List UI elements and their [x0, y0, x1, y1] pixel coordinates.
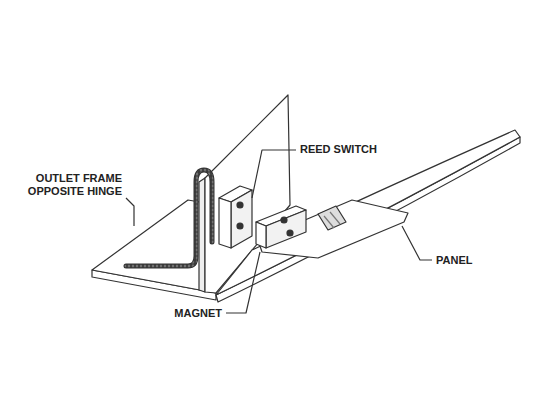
screw: [237, 223, 243, 229]
panel: [216, 130, 520, 295]
strap: [318, 206, 346, 230]
reed-switch: [219, 198, 231, 248]
magnet: [256, 222, 266, 248]
part-label: MAGNET: [174, 307, 222, 320]
part-label: OUTLET FRAME OPPOSITE HINGE: [10, 172, 122, 198]
mount-plate: [258, 200, 408, 258]
leader-line: [226, 252, 260, 313]
leader-line: [402, 226, 432, 260]
flange-edge: [199, 178, 205, 292]
wire-texture: [126, 170, 212, 266]
wire: [126, 170, 212, 266]
leader-line: [126, 198, 134, 226]
strap-crease: [330, 212, 340, 224]
screw: [281, 217, 287, 223]
part-label: PANEL: [436, 254, 472, 267]
screw: [237, 202, 243, 208]
part-label: REED SWITCH: [300, 143, 377, 156]
reed-switch-side: [231, 190, 252, 248]
screw: [287, 230, 293, 236]
leader-line: [252, 150, 296, 198]
strap-crease: [324, 216, 334, 228]
magnet-side: [266, 210, 306, 248]
